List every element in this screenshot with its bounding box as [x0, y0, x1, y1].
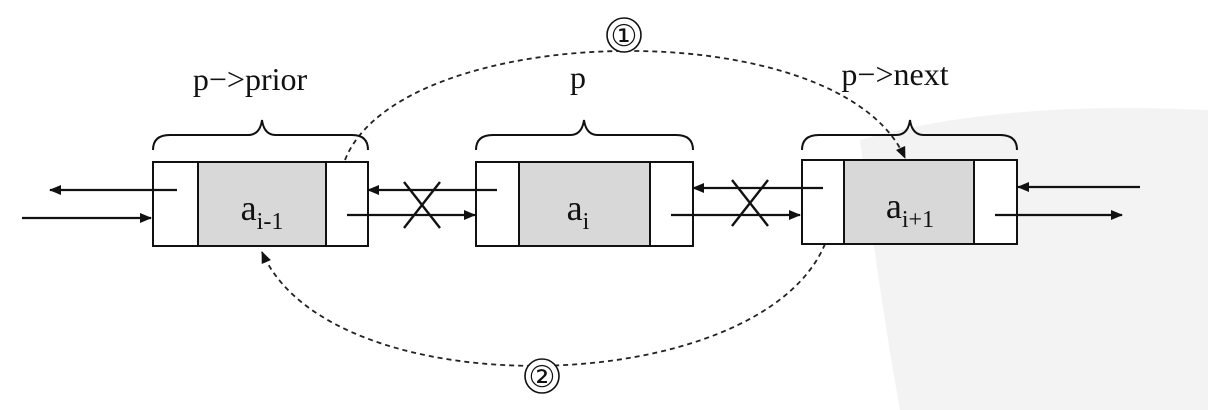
label-p: p	[570, 59, 586, 95]
node-prior-next-cell	[325, 161, 369, 247]
node-p-name: a	[567, 188, 583, 228]
node-p: ai	[475, 161, 694, 247]
node-p-next-cell	[649, 161, 694, 247]
node-next-prior-cell	[801, 159, 845, 245]
node-next-next-cell	[973, 159, 1018, 245]
svg-text:ai: ai	[567, 188, 590, 235]
node-next-data-cell	[843, 159, 975, 245]
brace-prior	[152, 119, 369, 151]
label-next: p−>next	[841, 56, 948, 92]
step-2-dashed-curve	[261, 243, 826, 367]
svg-text:ai-1: ai-1	[241, 188, 284, 235]
node-prior-data-cell	[197, 161, 327, 247]
node-p-subscript: i	[583, 209, 590, 235]
brace-next	[801, 119, 1018, 151]
step-1-dashed-curve	[344, 50, 906, 161]
cross-mark-right	[731, 179, 769, 227]
cross-mark-left	[403, 181, 441, 229]
node-prior: ai-1	[152, 161, 369, 247]
node-next-subscript: i+1	[902, 207, 934, 233]
background-wash	[860, 108, 1208, 410]
label-prior: p−>prior	[193, 61, 308, 97]
node-next: ai+1	[801, 159, 1018, 245]
step-1-marker: ①	[606, 17, 642, 53]
node-prior-name: a	[241, 188, 257, 228]
svg-text:ai+1: ai+1	[886, 186, 934, 233]
node-next-name: a	[886, 186, 902, 226]
node-prior-subscript: i-1	[257, 209, 284, 235]
step-2-marker: ②	[524, 358, 560, 394]
step-1-label: ①	[611, 20, 638, 53]
step-2-label: ②	[529, 361, 556, 394]
node-p-prior-cell	[475, 161, 520, 247]
brace-p	[475, 119, 694, 151]
node-prior-prior-cell	[152, 161, 199, 247]
